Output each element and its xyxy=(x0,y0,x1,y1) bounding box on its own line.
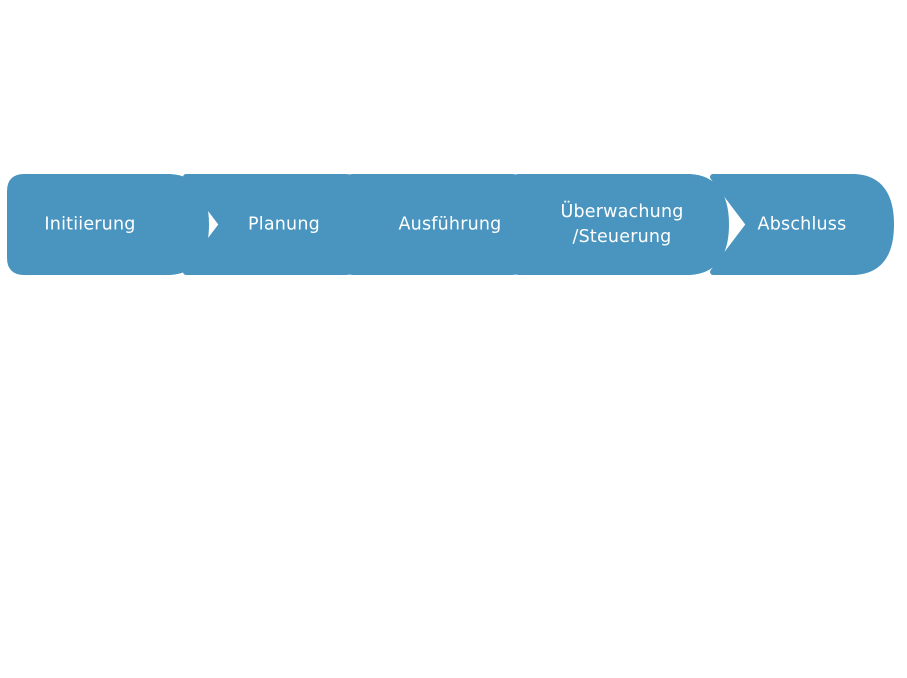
chevron-label-initiierung: Initiierung xyxy=(44,215,135,235)
chevron-label-ueberwachung-steuerung: Überwachung/Steuerung xyxy=(560,200,683,247)
chevron-shape-abschluss xyxy=(710,174,894,275)
chevron-step-ueberwachung-steuerung[interactable]: Überwachung/Steuerung xyxy=(515,174,729,275)
chevron-label-ausfuehrung: Ausführung xyxy=(398,215,501,235)
chevron-shape-ueberwachung-steuerung xyxy=(515,174,729,275)
chevron-label-line: Ausführung xyxy=(398,215,501,235)
chevron-label-line: Überwachung xyxy=(560,200,683,222)
chevron-label-line: Abschluss xyxy=(758,215,847,235)
chevron-label-line: /Steuerung xyxy=(573,227,672,247)
chevron-label-line: Initiierung xyxy=(44,215,135,235)
chevron-label-planung: Planung xyxy=(248,215,320,235)
chevron-step-abschluss[interactable]: Abschluss xyxy=(710,174,894,275)
chevron-label-line: Planung xyxy=(248,215,320,235)
chevron-label-abschluss: Abschluss xyxy=(758,215,847,235)
chevron-step-initiierung[interactable]: Initiierung xyxy=(7,174,209,275)
